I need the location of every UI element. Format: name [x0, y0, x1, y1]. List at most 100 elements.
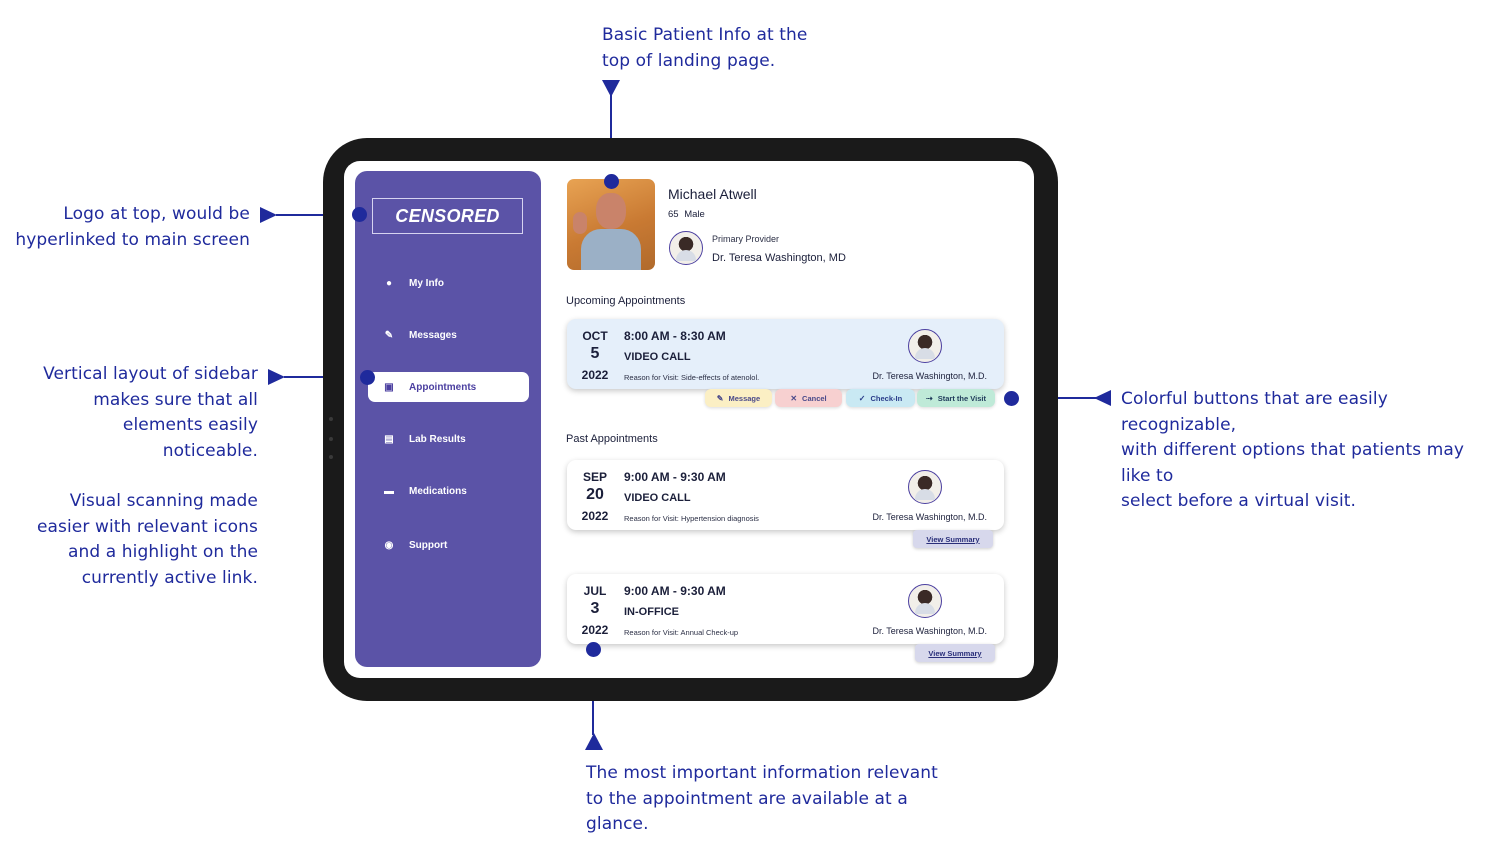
annotation-logo: Logo at top, would be hyperlinked to mai… [0, 202, 250, 253]
past-appointment-card[interactable]: SEP 20 2022 9:00 AM - 9:30 AM VIDEO CALL… [567, 460, 1004, 530]
past-appointment-card[interactable]: JUL 3 2022 9:00 AM - 9:30 AM IN-OFFICE R… [567, 574, 1004, 644]
doctor-avatar [908, 329, 942, 363]
patient-age: 65 [668, 209, 679, 220]
annotation-line: and a highlight on the [67, 542, 258, 562]
user-icon: ● [385, 277, 393, 289]
photo-head [596, 193, 626, 229]
photo-body [581, 229, 641, 270]
sidebar: CENSORED ● My Info ✎ Messages ▣ Appointm… [355, 171, 541, 667]
appointment-type: IN-OFFICE [624, 606, 679, 618]
message-icon: ✎ [384, 329, 394, 341]
annotation-dot [352, 207, 367, 222]
annotation-line: makes sure that all [93, 389, 258, 410]
appointment-doctor: Dr. Teresa Washington, M.D. [872, 512, 987, 522]
button-label: Check-In [870, 393, 903, 403]
annotation-line: The most important information relevant [586, 763, 938, 783]
appointment-reason: Reason for Visit: Annual Check-up [624, 628, 739, 637]
provider-name: Dr. Teresa Washington, MD [712, 252, 846, 264]
app-screen: CENSORED ● My Info ✎ Messages ▣ Appointm… [344, 161, 1034, 678]
appointment-year: 2022 [581, 368, 609, 382]
sidebar-item-appointments[interactable]: ▣ Appointments [368, 372, 529, 402]
sidebar-item-label: Medications [409, 485, 467, 497]
sidebar-item-medications[interactable]: ▬ Medications [368, 476, 529, 506]
appointment-day: 5 [590, 345, 600, 362]
patient-photo [567, 179, 655, 270]
patient-name: Michael Atwell [668, 186, 757, 202]
arrow-head [268, 369, 285, 385]
annotation-dot [586, 642, 601, 657]
logo[interactable]: CENSORED [372, 198, 523, 234]
appointment-day: 3 [590, 600, 600, 617]
support-icon: ◉ [384, 539, 394, 551]
provider-avatar [669, 231, 703, 265]
camera-dot [329, 455, 333, 459]
appointment-month: SEP [582, 470, 607, 484]
appointment-year: 2022 [581, 509, 609, 523]
enter-icon: ⇢ [926, 393, 933, 403]
camera-dot [329, 417, 333, 421]
button-label: Start the Visit [937, 393, 986, 403]
appointment-month: JUL [583, 584, 607, 598]
appointment-doctor: Dr. Teresa Washington, M.D. [872, 371, 987, 381]
appointment-type: VIDEO CALL [624, 351, 691, 363]
view-summary-button[interactable]: View Summary [915, 644, 995, 662]
close-icon: ✕ [790, 393, 798, 403]
message-button[interactable]: ✎ Message [705, 389, 772, 407]
annotation-line: Basic Patient Info at the [602, 25, 808, 45]
sidebar-item-my-info[interactable]: ● My Info [368, 268, 529, 298]
annotation-line: Logo at top, would be [63, 204, 250, 224]
view-summary-button[interactable]: View Summary [913, 530, 993, 548]
annotation-sidebar: Vertical layout of sidebar makes sure th… [0, 362, 258, 464]
past-title: Past Appointments [566, 433, 658, 445]
annotation-line: to the appointment are available at a [586, 788, 908, 809]
connector-line [276, 214, 360, 216]
annotation-dot [360, 370, 375, 385]
annotation-dot [604, 174, 619, 189]
sidebar-item-support[interactable]: ◉ Support [368, 530, 529, 560]
annotation-line: elements easily [122, 415, 258, 435]
calendar-icon: ▣ [384, 381, 394, 393]
annotation-line: hyperlinked to main screen [15, 229, 250, 250]
annotation-line: glance. [586, 814, 649, 834]
annotation-patient-info: Basic Patient Info at the top of landing… [602, 23, 807, 74]
appointment-type: VIDEO CALL [624, 492, 691, 504]
pill-icon: ▬ [384, 485, 394, 497]
sidebar-item-label: My Info [409, 277, 444, 289]
annotation-line: select before a virtual visit. [1121, 491, 1357, 511]
checkin-button[interactable]: ✓ Check-In [846, 389, 915, 407]
provider-label: Primary Provider [712, 234, 780, 244]
annotation-dot [1004, 391, 1019, 406]
arrow-head [602, 80, 620, 97]
appointment-time: 8:00 AM - 8:30 AM [624, 329, 726, 343]
appointment-doctor: Dr. Teresa Washington, M.D. [872, 626, 987, 636]
camera-dot [329, 437, 333, 441]
annotation-line: Visual scanning made [69, 491, 258, 511]
annotation-line: currently active link. [81, 567, 258, 588]
annotation-line: Vertical layout of sidebar [43, 364, 258, 384]
arrow-head [1094, 390, 1111, 406]
sidebar-item-label: Messages [409, 329, 457, 341]
appointment-reason: Reason for Visit: Side-effects of atenol… [624, 373, 760, 382]
connector-line [610, 95, 612, 180]
appointment-time: 9:00 AM - 9:30 AM [624, 470, 726, 484]
button-label: Message [728, 393, 761, 403]
patient-sex: Male [684, 209, 705, 220]
appointment-time: 9:00 AM - 9:30 AM [624, 584, 726, 598]
main-content: Michael Atwell 65 Male Primary Provider … [566, 161, 1026, 678]
annotation-line: recognizable, [1121, 414, 1237, 435]
doctor-avatar [908, 584, 942, 618]
cancel-button[interactable]: ✕ Cancel [775, 389, 842, 407]
annotation-line: with different options that patients may [1121, 440, 1465, 460]
upcoming-appointment-card[interactable]: OCT 5 2022 8:00 AM - 8:30 AM VIDEO CALL … [567, 319, 1004, 389]
start-visit-button[interactable]: ⇢ Start the Visit [917, 389, 995, 407]
appointment-month: OCT [582, 329, 608, 343]
annotation-line: like to [1121, 465, 1174, 486]
sidebar-item-messages[interactable]: ✎ Messages [368, 320, 529, 350]
annotation-scanning: Visual scanning made easier with relevan… [0, 489, 258, 591]
lab-icon: ▤ [384, 433, 394, 445]
annotation-bottom: The most important information relevant … [586, 761, 938, 838]
sidebar-item-label: Lab Results [409, 433, 466, 445]
arrow-head [260, 207, 277, 223]
doctor-avatar [908, 470, 942, 504]
sidebar-item-lab-results[interactable]: ▤ Lab Results [368, 424, 529, 454]
